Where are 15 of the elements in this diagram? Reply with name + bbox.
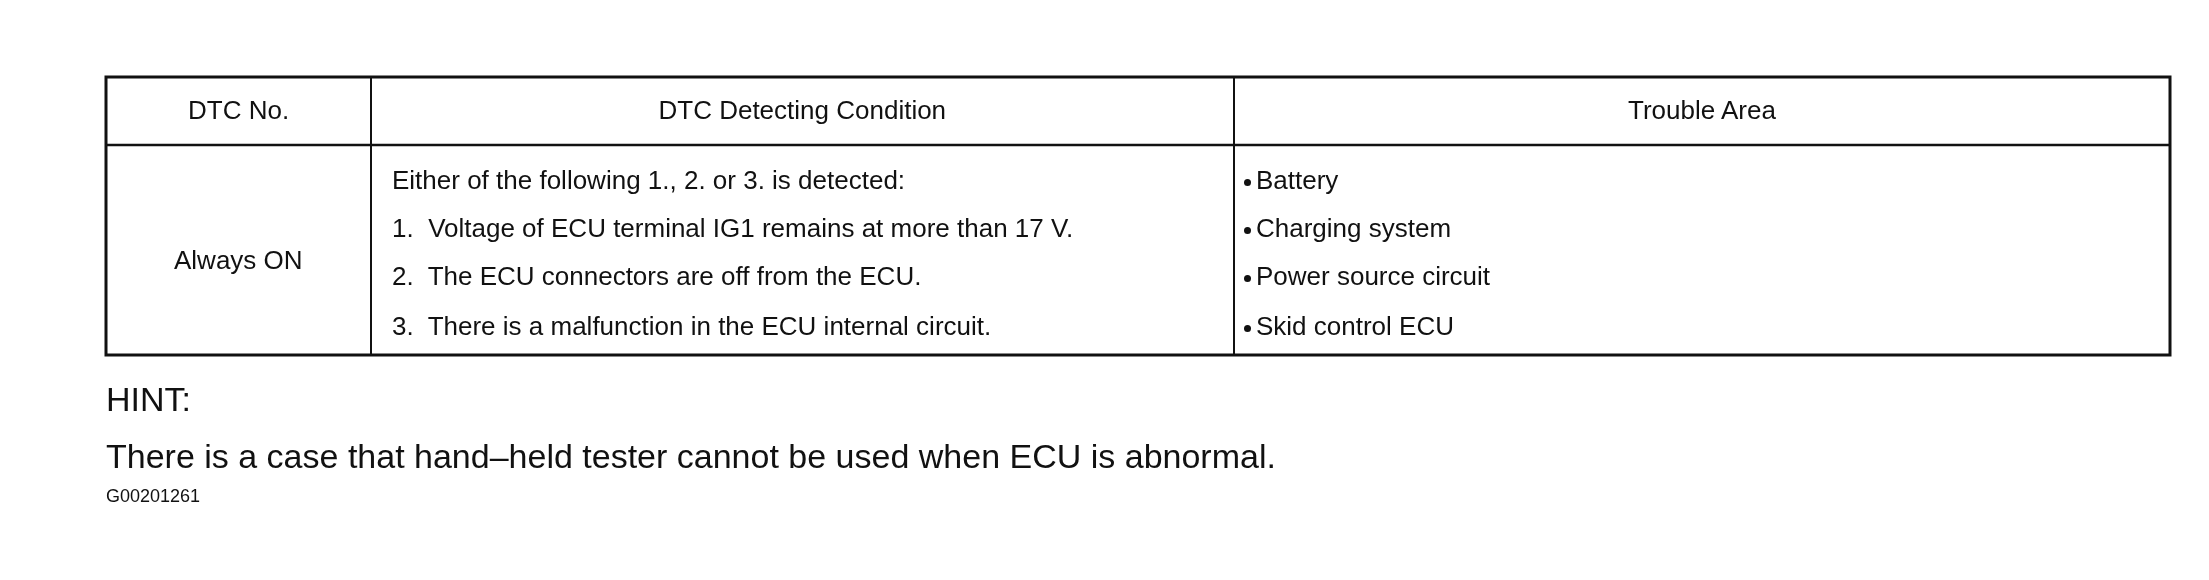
column-header: DTC Detecting Condition <box>658 96 947 126</box>
column-header: DTC No. <box>188 96 290 126</box>
condition-text: 2. The ECU connectors are off from the ECU. <box>392 262 922 292</box>
hint-heading: HINT: <box>106 380 191 420</box>
hint-text: There is a case that hand–held tester cannot be used when ECU is abnormal. <box>106 437 1276 477</box>
trouble-area-item: Power source circuit <box>1256 262 1491 292</box>
column-header: Trouble Area <box>1628 96 1776 126</box>
table-cell-text: Always ON <box>174 246 303 276</box>
trouble-area-item: Charging system <box>1256 214 1452 244</box>
condition-text: Either of the following 1., 2. or 3. is detected: <box>392 166 906 196</box>
trouble-area-item: Skid control ECU <box>1256 312 1454 342</box>
figure-code: G00201261 <box>106 486 201 507</box>
condition-text: 1. Voltage of ECU terminal IG1 remains at more than 17 V. <box>392 214 1074 244</box>
trouble-area-item: Battery <box>1256 166 1339 196</box>
condition-text: 3. There is a malfunction in the ECU internal circuit. <box>392 312 992 342</box>
